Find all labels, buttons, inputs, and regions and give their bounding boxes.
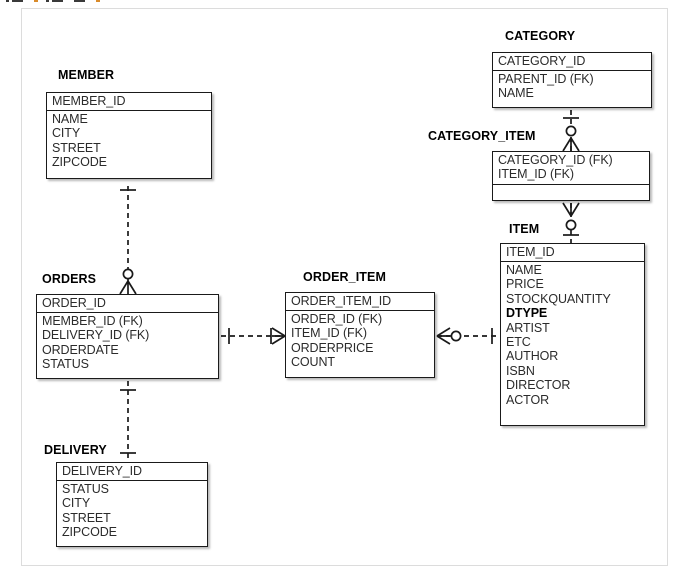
entity-title-orders: ORDERS: [42, 272, 97, 286]
entity-orders-attr-section: MEMBER_ID (FK) DELIVERY_ID (FK) ORDERDAT…: [37, 313, 218, 374]
entity-member-pk-0: MEMBER_ID: [52, 94, 126, 108]
entity-orders-attr-3: STATUS: [42, 357, 89, 372]
entity-member[interactable]: MEMBER_ID NAME CITY STREET ZIPCODE: [46, 92, 212, 179]
entity-category-item-pk-0: CATEGORY_ID (FK): [498, 153, 613, 167]
entity-item-attr-3: DTYPE: [506, 306, 548, 321]
entity-delivery[interactable]: DELIVERY_ID STATUS CITY STREET ZIPCODE: [56, 462, 208, 547]
entity-title-order-item: ORDER_ITEM: [303, 270, 386, 284]
entity-item-attr-section: NAME PRICE STOCKQUANTITY DTYPE ARTIST ET…: [501, 262, 644, 409]
entity-item-attr-1: PRICE: [506, 277, 544, 292]
entity-member-attr-2: STREET: [52, 140, 101, 155]
entity-item-attr-7: ISBN: [506, 363, 535, 378]
entity-item-pk-0: ITEM_ID: [506, 245, 555, 259]
entity-item-attr-5: ETC: [506, 335, 531, 350]
entity-order-item-pk-0: ORDER_ITEM_ID: [291, 294, 392, 308]
entity-category[interactable]: CATEGORY_ID PARENT_ID (FK) NAME: [492, 52, 652, 108]
entity-orders-attr-2: ORDERDATE: [42, 342, 119, 357]
entity-member-attr-3: ZIPCODE: [52, 155, 107, 170]
entity-item-attr-8: DIRECTOR: [506, 378, 571, 393]
entity-item-attr-6: AUTHOR: [506, 349, 559, 364]
entity-category-item[interactable]: CATEGORY_ID (FK) ITEM_ID (FK): [492, 151, 650, 201]
entity-item[interactable]: ITEM_ID NAME PRICE STOCKQUANTITY DTYPE A…: [500, 243, 645, 426]
entity-title-category-item: CATEGORY_ITEM: [428, 129, 536, 143]
entity-order-item-attr-1: ITEM_ID (FK): [291, 326, 367, 341]
entity-category-item-attr-section: [493, 185, 649, 188]
entity-delivery-pk-section: DELIVERY_ID: [57, 463, 207, 481]
entity-category-pk-section: CATEGORY_ID: [493, 53, 651, 71]
entity-category-pk-0: CATEGORY_ID: [498, 54, 586, 68]
entity-title-item: ITEM: [509, 222, 540, 236]
entity-member-pk-section: MEMBER_ID: [47, 93, 211, 111]
entity-category-attr-section: PARENT_ID (FK) NAME: [493, 71, 651, 103]
entity-item-attr-4: ARTIST: [506, 320, 550, 335]
entity-member-attr-1: CITY: [52, 126, 81, 141]
entity-category-item-pk-1: ITEM_ID (FK): [498, 167, 574, 182]
entity-orders-pk-section: ORDER_ID: [37, 295, 218, 313]
entity-item-attr-9: ACTOR: [506, 392, 550, 407]
entity-item-attr-2: STOCKQUANTITY: [506, 291, 611, 306]
entity-item-pk-section: ITEM_ID: [501, 244, 644, 262]
clipped-toolbar-strip: [0, 0, 689, 4]
entity-orders-pk-0: ORDER_ID: [42, 296, 106, 310]
entity-orders[interactable]: ORDER_ID MEMBER_ID (FK) DELIVERY_ID (FK)…: [36, 294, 219, 379]
entity-order-item-pk-section: ORDER_ITEM_ID: [286, 293, 434, 311]
entity-delivery-attr-3: ZIPCODE: [62, 525, 117, 540]
entity-title-delivery: DELIVERY: [44, 443, 107, 457]
entity-title-category: CATEGORY: [505, 29, 576, 43]
entity-delivery-attr-1: CITY: [62, 496, 91, 511]
entity-order-item[interactable]: ORDER_ITEM_ID ORDER_ID (FK) ITEM_ID (FK)…: [285, 292, 435, 378]
entity-delivery-attr-2: STREET: [62, 510, 111, 525]
entity-order-item-attr-section: ORDER_ID (FK) ITEM_ID (FK) ORDERPRICE CO…: [286, 311, 434, 372]
entity-order-item-attr-0: ORDER_ID (FK): [291, 312, 383, 326]
entity-order-item-attr-3: COUNT: [291, 355, 335, 370]
entity-category-attr-1: NAME: [498, 86, 534, 101]
entity-category-attr-0: PARENT_ID (FK): [498, 72, 594, 86]
entity-orders-attr-1: DELIVERY_ID (FK): [42, 328, 150, 343]
entity-member-attr-section: NAME CITY STREET ZIPCODE: [47, 111, 211, 172]
entity-title-member: MEMBER: [58, 68, 115, 82]
entity-category-item-pk-section: CATEGORY_ID (FK) ITEM_ID (FK): [493, 152, 649, 185]
entity-delivery-pk-0: DELIVERY_ID: [62, 464, 142, 478]
entity-order-item-attr-2: ORDERPRICE: [291, 340, 374, 355]
entity-member-attr-0: NAME: [52, 112, 88, 126]
entity-delivery-attr-0: STATUS: [62, 482, 109, 496]
entity-delivery-attr-section: STATUS CITY STREET ZIPCODE: [57, 481, 207, 542]
entity-item-attr-0: NAME: [506, 263, 542, 277]
entity-orders-attr-0: MEMBER_ID (FK): [42, 314, 143, 328]
